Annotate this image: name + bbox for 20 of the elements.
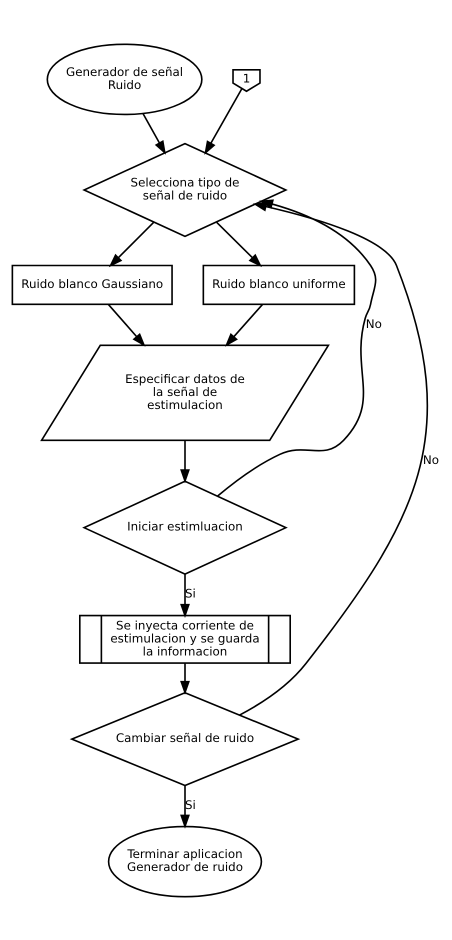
node-diamond: Iniciar estimluacion — [82, 480, 288, 574]
arrow — [108, 221, 154, 267]
arrow — [180, 574, 190, 618]
arrow — [180, 663, 190, 694]
edge-label: No — [422, 452, 440, 466]
arrow — [108, 303, 146, 346]
edge-label: No — [366, 316, 382, 330]
arrow — [180, 785, 190, 828]
arrow — [224, 303, 264, 346]
arrow — [142, 112, 166, 154]
node-ellipse: Generador de señal Ruido — [46, 43, 203, 115]
node-diamond: Selecciona tipo de señal de ruido — [82, 142, 288, 237]
node-ellipse: Terminar aplicacion Generador de ruido — [108, 825, 262, 897]
node-box: Ruido blanco uniforme — [202, 264, 356, 305]
arrow — [204, 88, 243, 154]
node-box: Ruido blanco Gaussiano — [12, 264, 173, 305]
arrow — [216, 221, 262, 267]
node-diamond: Cambiar señal de ruido — [70, 691, 300, 786]
arrow — [180, 440, 190, 483]
arrow — [239, 201, 428, 716]
